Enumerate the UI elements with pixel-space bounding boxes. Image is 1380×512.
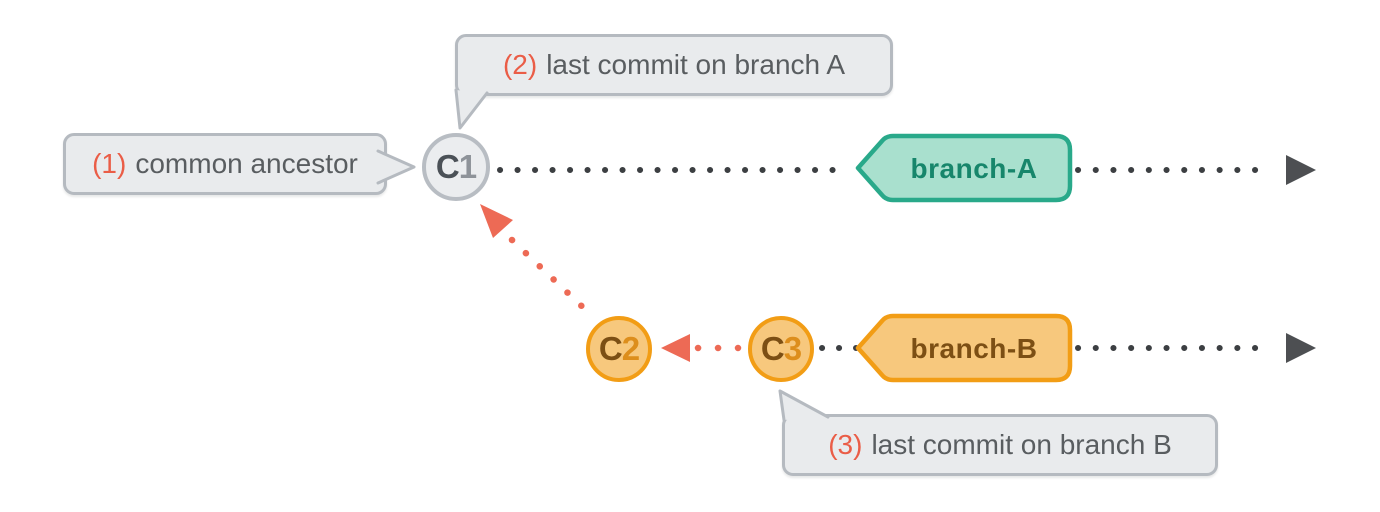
- branch-b-badge: [855, 313, 1073, 383]
- callout-number: (2): [502, 49, 538, 80]
- commit-digit: 1: [458, 148, 477, 185]
- branch-a-badge-label: branch-A: [911, 153, 1038, 184]
- branch-a-arrowhead-icon: [1286, 155, 1316, 185]
- callout-last-commit-branch-b: (3) last commit on branch B: [782, 414, 1218, 476]
- branch-b-badge-label: branch-B: [911, 333, 1038, 364]
- branch-a-badge: [855, 133, 1073, 203]
- commit-letter: C: [598, 330, 623, 367]
- parent-pointer-c2-to-c1-line: [508, 236, 594, 318]
- callout-text: last commit on branch A: [546, 49, 846, 80]
- branch-b-arrowhead-icon: [1286, 333, 1316, 363]
- callout-number: (3): [828, 429, 863, 460]
- callout-text: last commit on branch B: [871, 429, 1172, 460]
- commit-letter: C: [435, 148, 460, 185]
- callout-common-ancestor: (1) common ancestor: [63, 133, 387, 195]
- commit-letter: C: [760, 330, 785, 367]
- callout-last-commit-branch-a: (2) last commit on branch A: [455, 34, 893, 96]
- callout-text: common ancestor: [135, 148, 358, 179]
- parent-pointer-c3-to-c2-arrowhead-icon: [661, 334, 690, 362]
- commit-digit: 2: [621, 330, 640, 367]
- parent-pointer-c2-to-c1-arrowhead-icon: [480, 204, 513, 238]
- commit-digit: 3: [783, 330, 802, 367]
- callout-number: (1): [92, 148, 127, 179]
